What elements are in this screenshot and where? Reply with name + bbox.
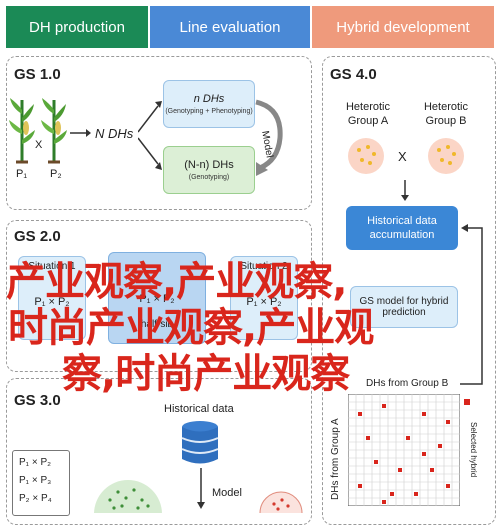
gs4-model-box: GS model for hybrid prediction (350, 286, 458, 328)
selected-hybrid-cell (374, 460, 378, 464)
gs2-situation-2-label: Situation 2 (240, 261, 288, 272)
branch-arrows (138, 101, 162, 170)
gs2-center-box: P₁ × P₂ half-sib (108, 252, 206, 344)
selected-hybrid-marker-icon (464, 399, 470, 405)
gs4-accumulation-label: Historical data accumulation (367, 215, 437, 241)
database-icon (181, 421, 219, 464)
selected-hybrid-cell (438, 444, 442, 448)
gs4-accumulation-box: Historical data accumulation (346, 206, 458, 250)
population-circle (94, 480, 162, 513)
gs4-cross-symbol: X (398, 149, 407, 164)
selected-hybrid-cell (446, 484, 450, 488)
arrow-down-icon (401, 180, 409, 201)
heterotic-group-b-circle (428, 138, 464, 174)
hybrid-matrix-grid (348, 394, 460, 506)
gs1-remaining-dhs-box-sub: (Genotyping) (188, 174, 230, 181)
gs1-parent-2: P₂ (50, 168, 62, 180)
selected-hybrid-cell (398, 468, 402, 472)
overlay-text-line-1: 产业观察,产业观察, (6, 259, 347, 305)
gs3-cross-item: P₁ × P₃ (19, 475, 52, 486)
gs4-dh-group-b-label: DHs from Group B (366, 378, 449, 389)
gs3-historical-label: Historical data (164, 403, 234, 415)
selected-hybrid-cell (406, 436, 410, 440)
arrow-down-icon (197, 468, 205, 509)
overlay-text-line-2: 时尚产业观察,产业观 (8, 305, 374, 351)
gs1-n-dhs-box-sub: (Genotyping + Phenotyping) (165, 108, 253, 115)
gs2-situation-1-label: Situation 1 (28, 261, 76, 272)
stage-line-evaluation-label: Line evaluation (179, 18, 281, 36)
stage-line-evaluation: Line evaluation (150, 6, 310, 48)
stage-dh-production: DH production (6, 6, 148, 48)
gs1-cross-symbol: X (35, 139, 43, 151)
prediction-circle (259, 491, 303, 513)
selected-hybrid-cell (382, 404, 386, 408)
gs1-n-dhs-box-title: n DHs (193, 93, 225, 105)
heterotic-group-a-circle (348, 138, 384, 174)
gs2-cross-1: P₁ × P₂ (34, 296, 70, 308)
model-curved-arrow (255, 99, 283, 176)
gs4-dh-group-a-label: DHs from Group A (330, 418, 341, 500)
maize-plant-icon (9, 98, 35, 164)
gs1-n-dhs: N DHs (95, 126, 133, 141)
gs3-crosses-list: P₁ × P₂ P₁ × P₃ P₂ × P₄ (12, 450, 70, 516)
stage-hybrid-development-label: Hybrid development (336, 18, 470, 36)
gs4-group-b-label: Heterotic Group B (423, 101, 469, 127)
gs1-n-dhs-label: N DHs (95, 126, 134, 141)
gs4-selected-hybrid-label (463, 398, 471, 406)
gs1-parent-1: P₁ (16, 168, 28, 180)
gs2-situation-2-box: Situation 2 P₁ × P₂ (230, 256, 298, 340)
gs4-model-label: GS model for hybrid prediction (359, 296, 449, 318)
gs2-cross-2: P₁ × P₂ (139, 293, 175, 305)
gs3-model-label: Model (212, 487, 242, 499)
gs2-title: GS 2.0 (14, 228, 61, 245)
selected-hybrid-cell (366, 436, 370, 440)
selected-hybrid-cell (422, 452, 426, 456)
gs1-n-dhs-box: n DHs (Genotyping + Phenotyping) (163, 80, 255, 128)
gs3-title: GS 3.0 (14, 392, 61, 409)
selected-hybrid-cell (390, 492, 394, 496)
gs4-selected-hybrid-text: Selected hybrid (469, 422, 478, 478)
selected-hybrid-cell (430, 468, 434, 472)
selected-hybrid-cell (422, 412, 426, 416)
maize-plant-icon (41, 98, 67, 164)
stage-dh-production-label: DH production (29, 18, 125, 36)
arrow-right-icon (70, 129, 91, 137)
feedback-loop-arrow (460, 224, 483, 385)
gs2-half-sib: half-sib (140, 319, 174, 330)
gs3-cross-item: P₁ × P₂ (19, 457, 51, 468)
selected-hybrid-cell (382, 500, 386, 504)
selected-hybrid-cell (358, 412, 362, 416)
selected-hybrid-cell (414, 492, 418, 496)
gs2-cross-3: P₁ × P₂ (246, 296, 282, 308)
gs3-cross-item: P₂ × P₄ (19, 493, 52, 504)
selected-hybrid-cell (358, 484, 362, 488)
overlay-text-line-3: 察,时尚产业观察 (62, 351, 350, 397)
gs2-situation-1-box: Situation 1 P₁ × P₂ (18, 256, 86, 340)
gs4-title: GS 4.0 (330, 66, 377, 83)
gs1-title: GS 1.0 (14, 66, 61, 83)
stage-hybrid-development: Hybrid development (312, 6, 494, 48)
gs1-remaining-dhs-box: (N-n) DHs (Genotyping) (163, 146, 255, 194)
gs1-remaining-dhs-box-title: (N-n) DHs (184, 159, 234, 171)
selected-hybrid-cell (446, 420, 450, 424)
gs4-group-a-label: Heterotic Group A (345, 101, 391, 127)
